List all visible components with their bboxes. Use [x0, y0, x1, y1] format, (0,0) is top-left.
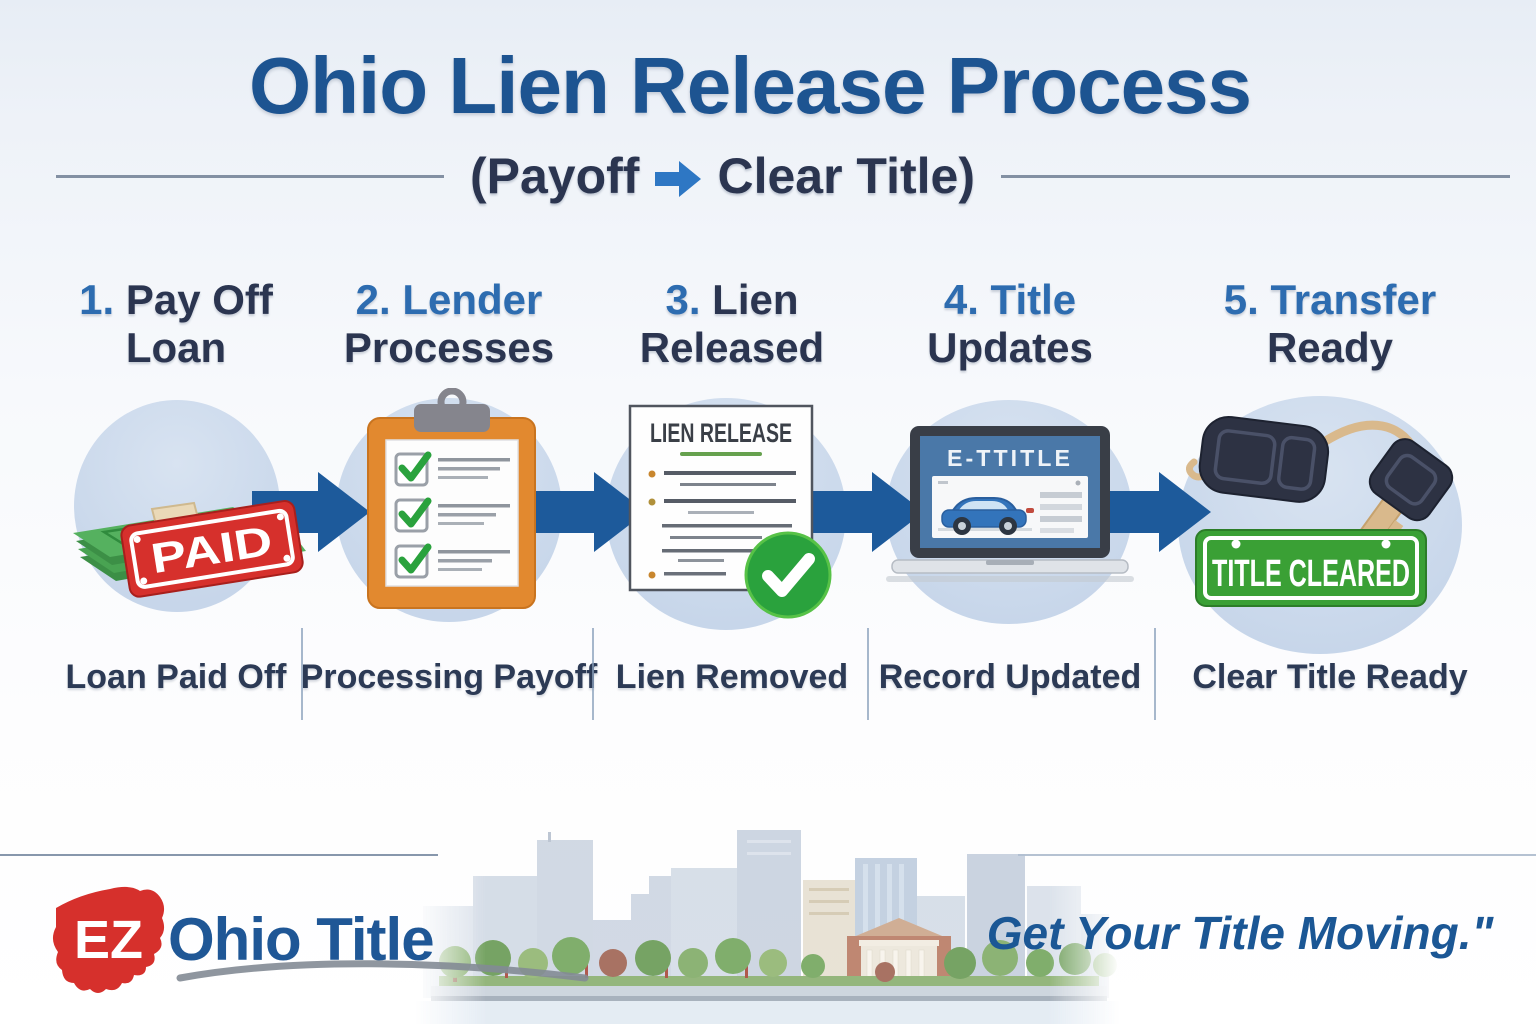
step-2-caption: Processing Payoff: [300, 658, 598, 696]
step-3-title: 3. Lien Released: [582, 276, 882, 372]
caption-divider-2: [592, 628, 594, 720]
skyline-lawn: [439, 976, 1099, 986]
caption-divider-1: [301, 628, 303, 720]
subtitle-rule-right: [1000, 174, 1510, 178]
skyline-seawall: [431, 996, 1107, 1001]
step-4-title-line2: Updates: [927, 324, 1093, 371]
step-3-caption: Lien Removed: [615, 658, 849, 696]
laptop-e-title-icon: E-TTITLE: [886, 426, 1134, 582]
step-2-number: 2. Lender: [355, 276, 543, 323]
skyline-brick-building: [847, 918, 951, 980]
step-2-title: 2. Lender Processes: [299, 276, 599, 372]
checklist-row-3: [394, 543, 510, 579]
city-skyline-illustration: [415, 830, 1120, 1024]
step-2-column: 2. Lender Processes Processing Payoff: [299, 276, 599, 716]
paid-stamp: PAID: [120, 500, 304, 598]
step-3-title-rest: Lien: [712, 276, 799, 323]
step-3-title-line2: Released: [639, 324, 825, 371]
logo-ez-label: EZ: [74, 910, 143, 970]
laptop-screen-title: E-TTITLE: [947, 445, 1073, 471]
subtitle-right-label: Clear Title): [717, 148, 975, 204]
lien-document-title: LIEN RELEASE: [650, 418, 792, 448]
subtitle-rule-left: [56, 174, 444, 178]
flow-arrow-icon-3: [806, 472, 924, 552]
footer-divider-line-right: [1018, 854, 1536, 856]
subtitle-arrow-icon: [655, 161, 702, 197]
step-3-column: 3. Lien Released Lien Removed: [582, 276, 882, 716]
step-5-caption: Clear Title Ready: [1192, 658, 1468, 696]
flow-arrow-icon-4: [1093, 472, 1211, 552]
step-4-number: 4. Title: [943, 276, 1077, 323]
step-4-title: 4. Title Updates: [860, 276, 1160, 372]
caption-divider-3: [867, 628, 869, 720]
car-keys-title-cleared-icon: TITLE CLEARED: [1185, 415, 1454, 607]
step-1-title: 1. Pay Off Loan: [26, 276, 326, 372]
license-plate-label: TITLE CLEARED: [1212, 553, 1410, 595]
title-cleared-plate: TITLE CLEARED: [1195, 529, 1427, 607]
step-1-title-rest: Pay Off: [125, 276, 273, 323]
money-paid-icon: PAID: [73, 500, 306, 598]
step-5-title: 5. Transfer Ready: [1180, 276, 1480, 372]
step-5-column: 5. Transfer Ready Clear Title Ready: [1180, 276, 1480, 716]
step-2-title-line2: Processes: [343, 324, 555, 371]
tagline: Get Your Title Moving.": [986, 907, 1494, 959]
step-4-caption: Record Updated: [878, 658, 1142, 696]
step-4-column: 4. Title Updates Record Updated: [860, 276, 1160, 716]
page-title: Ohio Lien Release Process: [248, 41, 1252, 130]
subtitle-left-label: (Payoff: [470, 148, 640, 204]
key-fob: [1198, 415, 1330, 503]
checklist-row-1: [394, 451, 510, 487]
ohio-state-icon: [52, 886, 165, 993]
ez-ohio-title-logo: EZ Ohio Title: [52, 886, 589, 993]
subtitle: (Payoff Clear Title): [0, 146, 1536, 206]
flow-arrow-icon-2: [528, 472, 646, 552]
step-1-number: 1.: [79, 276, 115, 323]
subtitle-text: (Payoff Clear Title): [470, 147, 975, 205]
logo-swoosh: [176, 960, 589, 982]
skyline-promenade: [431, 986, 1107, 998]
checklist-row-2: [394, 497, 510, 533]
footer-divider-line-left: [0, 854, 438, 856]
step-1-title-line2: Loan: [125, 324, 227, 371]
skyline-water: [415, 1001, 1120, 1024]
skyline-trees: [439, 937, 1117, 982]
clipboard-checklist-icon: [367, 388, 536, 609]
step-5-title-line2: Ready: [1266, 324, 1394, 371]
step-1-caption: Loan Paid Off: [65, 658, 287, 696]
lien-release-document-icon: LIEN RELEASE: [628, 404, 832, 619]
caption-divider-4: [1154, 628, 1156, 720]
step-3-number: 3.: [665, 276, 701, 323]
step-5-number: 5. Transfer: [1223, 276, 1437, 323]
step-1-column: 1. Pay Off Loan Loan Paid Off: [26, 276, 326, 716]
car-icon: [938, 497, 1034, 535]
